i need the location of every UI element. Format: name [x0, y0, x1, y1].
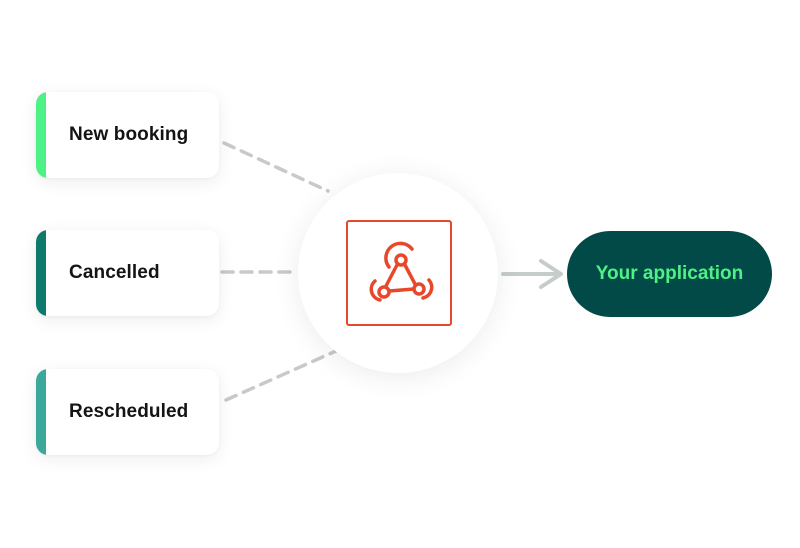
application-pill: Your application: [567, 231, 772, 317]
event-label: Rescheduled: [69, 401, 189, 422]
event-accent-bar: [36, 230, 46, 316]
webhook-icon: [346, 220, 452, 326]
arrow-to-application: [501, 259, 563, 289]
event-accent-bar: [36, 369, 46, 455]
event-card-rescheduled: Rescheduled: [36, 369, 219, 455]
event-card-new-booking: New booking: [36, 92, 219, 178]
connector-new-booking: [222, 141, 330, 193]
event-label: New booking: [69, 124, 189, 145]
event-card-cancelled: Cancelled: [36, 230, 219, 316]
event-label: Cancelled: [69, 262, 160, 283]
application-label: Your application: [595, 263, 744, 284]
connector-rescheduled: [224, 349, 338, 402]
event-accent-bar: [36, 92, 46, 178]
